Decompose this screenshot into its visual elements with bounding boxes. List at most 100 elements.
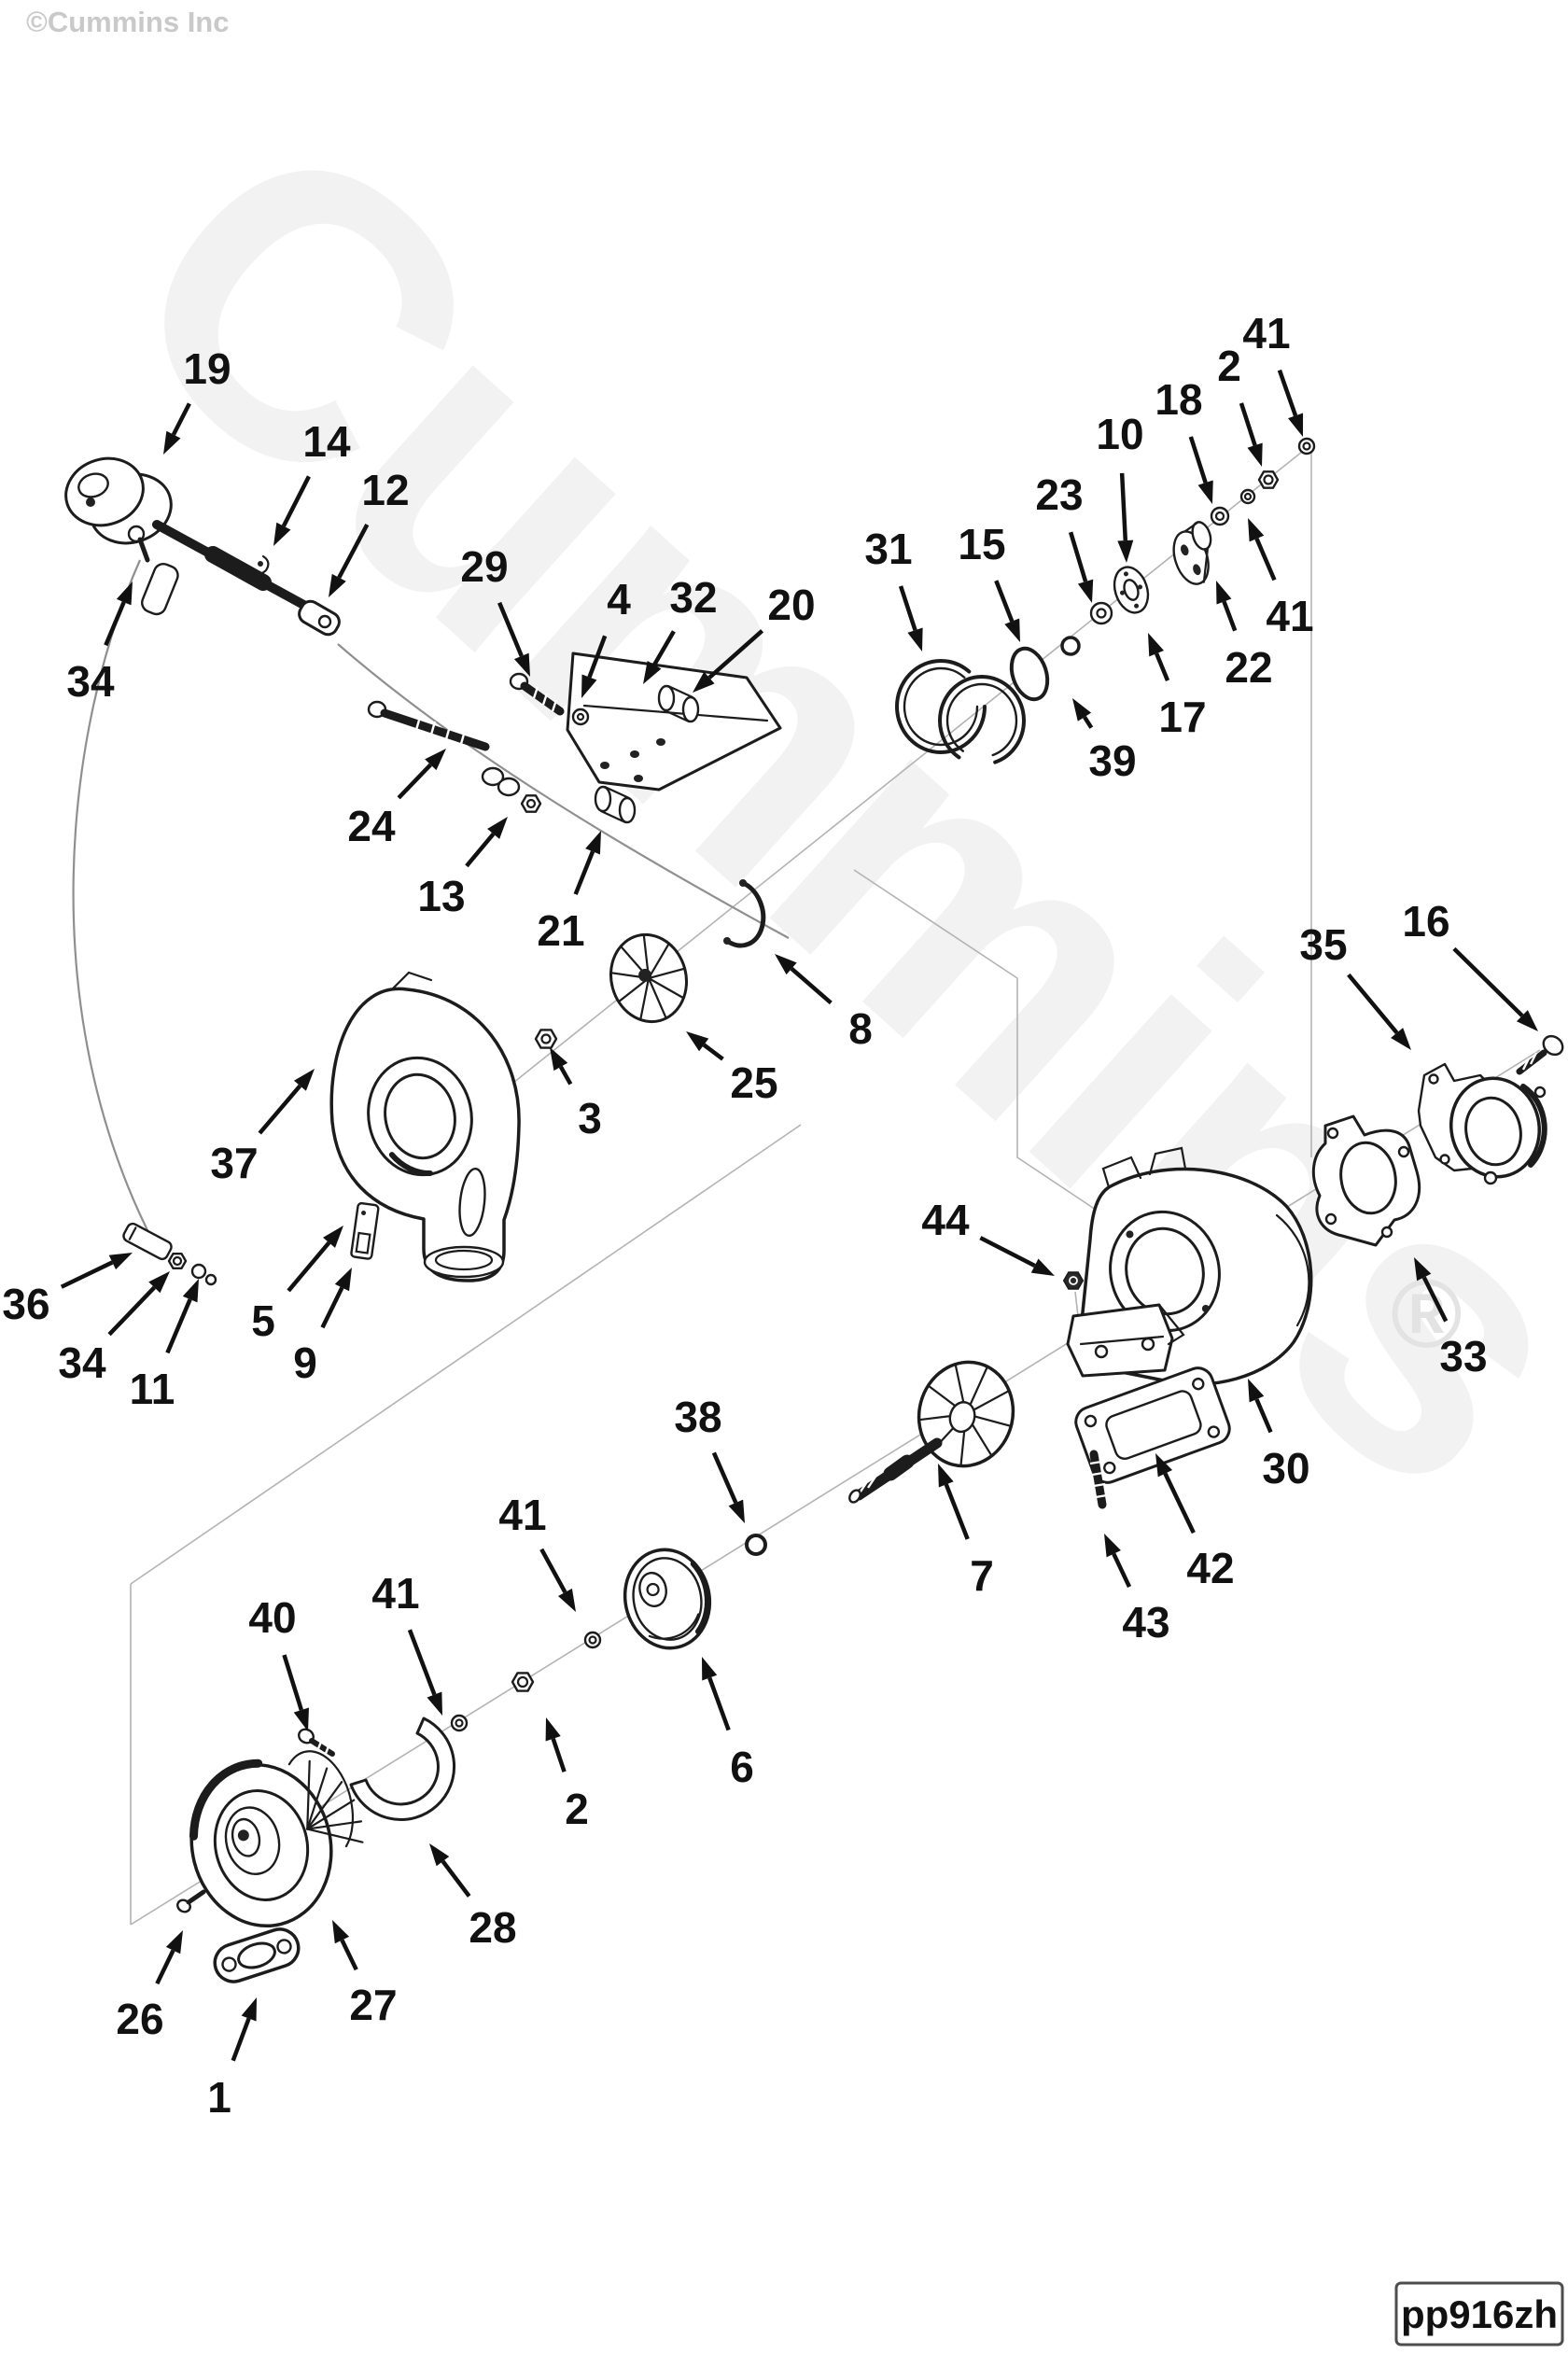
svg-text:33: 33	[1439, 1332, 1487, 1380]
spacer-20	[657, 684, 700, 723]
callout-17: 17	[1148, 633, 1207, 741]
oil-drain-gasket-1	[213, 1927, 301, 1983]
svg-text:11: 11	[130, 1365, 175, 1413]
washer-4	[571, 708, 590, 726]
callout-20: 20	[693, 581, 816, 693]
washer-11	[190, 1263, 217, 1286]
actuator-rod-end-12	[298, 599, 341, 637]
svg-text:9: 9	[293, 1338, 317, 1387]
nut-44	[1062, 1271, 1085, 1290]
callout-14: 14	[273, 417, 351, 546]
svg-text:34: 34	[58, 1338, 106, 1387]
callout-40: 40	[248, 1593, 309, 1731]
callout-8: 8	[775, 954, 873, 1053]
callout-41: 41	[1248, 518, 1314, 640]
ring-39	[1060, 636, 1081, 656]
compressor-wheel-27	[189, 1750, 364, 1928]
washer-41-top	[1297, 437, 1316, 455]
oil-fitting-group	[122, 1222, 217, 1286]
washer-18	[1210, 506, 1230, 526]
shaft-small-parts-top	[895, 437, 1316, 766]
screw-16	[1516, 1034, 1564, 1075]
callout-41: 41	[498, 1491, 576, 1612]
svg-text:6: 6	[730, 1743, 754, 1791]
callout-28: 28	[429, 1843, 517, 1952]
ring-41-upper	[1239, 488, 1256, 505]
nut-13	[520, 794, 542, 813]
washer-41-mid	[583, 1631, 602, 1649]
bearing-housing-30	[1062, 1146, 1313, 1386]
callout-15: 15	[958, 520, 1020, 642]
turbine-inlet-gasket-42	[1074, 1366, 1231, 1484]
svg-text:16: 16	[1402, 897, 1449, 946]
svg-text:27: 27	[349, 1981, 397, 2029]
callout-27: 27	[332, 1920, 398, 2029]
svg-text:12: 12	[361, 466, 409, 514]
callout-43: 43	[1104, 1534, 1170, 1646]
svg-text:8: 8	[848, 1004, 873, 1053]
wastegate-actuator-assembly	[64, 456, 341, 637]
callout-39: 39	[1072, 698, 1137, 785]
callout-4: 4	[581, 575, 631, 698]
hose-barb-34	[127, 525, 150, 563]
callout-10: 10	[1096, 410, 1144, 563]
hose-segment	[141, 562, 179, 616]
callout-26: 26	[116, 1930, 183, 2043]
gasket-33	[1311, 1114, 1421, 1247]
callout-24: 24	[347, 749, 446, 850]
screw-26	[176, 1889, 206, 1913]
callout-21: 21	[537, 831, 601, 955]
svg-text:41: 41	[371, 1569, 419, 1618]
svg-text:5: 5	[251, 1296, 275, 1345]
svg-text:20: 20	[767, 581, 815, 629]
svg-text:28: 28	[469, 1903, 516, 1952]
callout-35: 35	[1299, 920, 1411, 1050]
shaft-nut-3	[534, 1029, 558, 1049]
svg-text:37: 37	[210, 1139, 258, 1187]
turbine-wheel-shaft-7	[848, 1360, 1015, 1504]
callout-6: 6	[702, 1657, 754, 1791]
screw-40	[298, 1728, 335, 1757]
callout-25: 25	[686, 1031, 778, 1107]
callout-19: 19	[163, 344, 231, 455]
compressor-end-hardware	[298, 1631, 602, 1821]
hose-lines	[72, 559, 790, 1244]
callout-33: 33	[1414, 1257, 1488, 1380]
svg-text:14: 14	[302, 417, 351, 466]
callout-1: 1	[207, 1997, 257, 2122]
svg-text:3: 3	[578, 1094, 602, 1142]
callout-37: 37	[210, 1069, 315, 1187]
bolt-24	[367, 700, 490, 751]
mounting-bracket-group	[367, 652, 782, 824]
callout-34: 34	[58, 1271, 170, 1387]
svg-text:1: 1	[207, 2073, 231, 2122]
svg-text:41: 41	[1266, 592, 1313, 640]
callout-5: 5	[251, 1226, 343, 1345]
svg-text:31: 31	[864, 525, 912, 573]
callout-13: 13	[417, 817, 508, 920]
callout-12: 12	[329, 466, 410, 597]
svg-text:41: 41	[498, 1491, 546, 1539]
callout-23: 23	[1035, 470, 1094, 603]
lock-plate-5-9	[350, 1201, 380, 1260]
svg-text:38: 38	[674, 1393, 721, 1441]
washer-41-left	[450, 1714, 469, 1732]
svg-text:32: 32	[669, 573, 717, 622]
callout-30: 30	[1248, 1379, 1310, 1492]
copyright-notice: ©Cummins Inc	[26, 6, 229, 38]
callout-2: 2	[1217, 342, 1263, 467]
impeller-25	[609, 932, 689, 1024]
bearing-10	[1113, 566, 1150, 614]
svg-text:43: 43	[1122, 1598, 1169, 1646]
svg-text:18: 18	[1155, 375, 1202, 424]
svg-text:7: 7	[970, 1551, 994, 1600]
code-box-border	[1394, 2281, 1564, 2347]
svg-text:19: 19	[183, 344, 231, 393]
svg-text:2: 2	[1217, 342, 1241, 390]
snap-ring-31	[895, 659, 1026, 766]
callout-22: 22	[1216, 581, 1273, 692]
svg-text:10: 10	[1096, 410, 1143, 458]
svg-text:25: 25	[730, 1058, 777, 1107]
